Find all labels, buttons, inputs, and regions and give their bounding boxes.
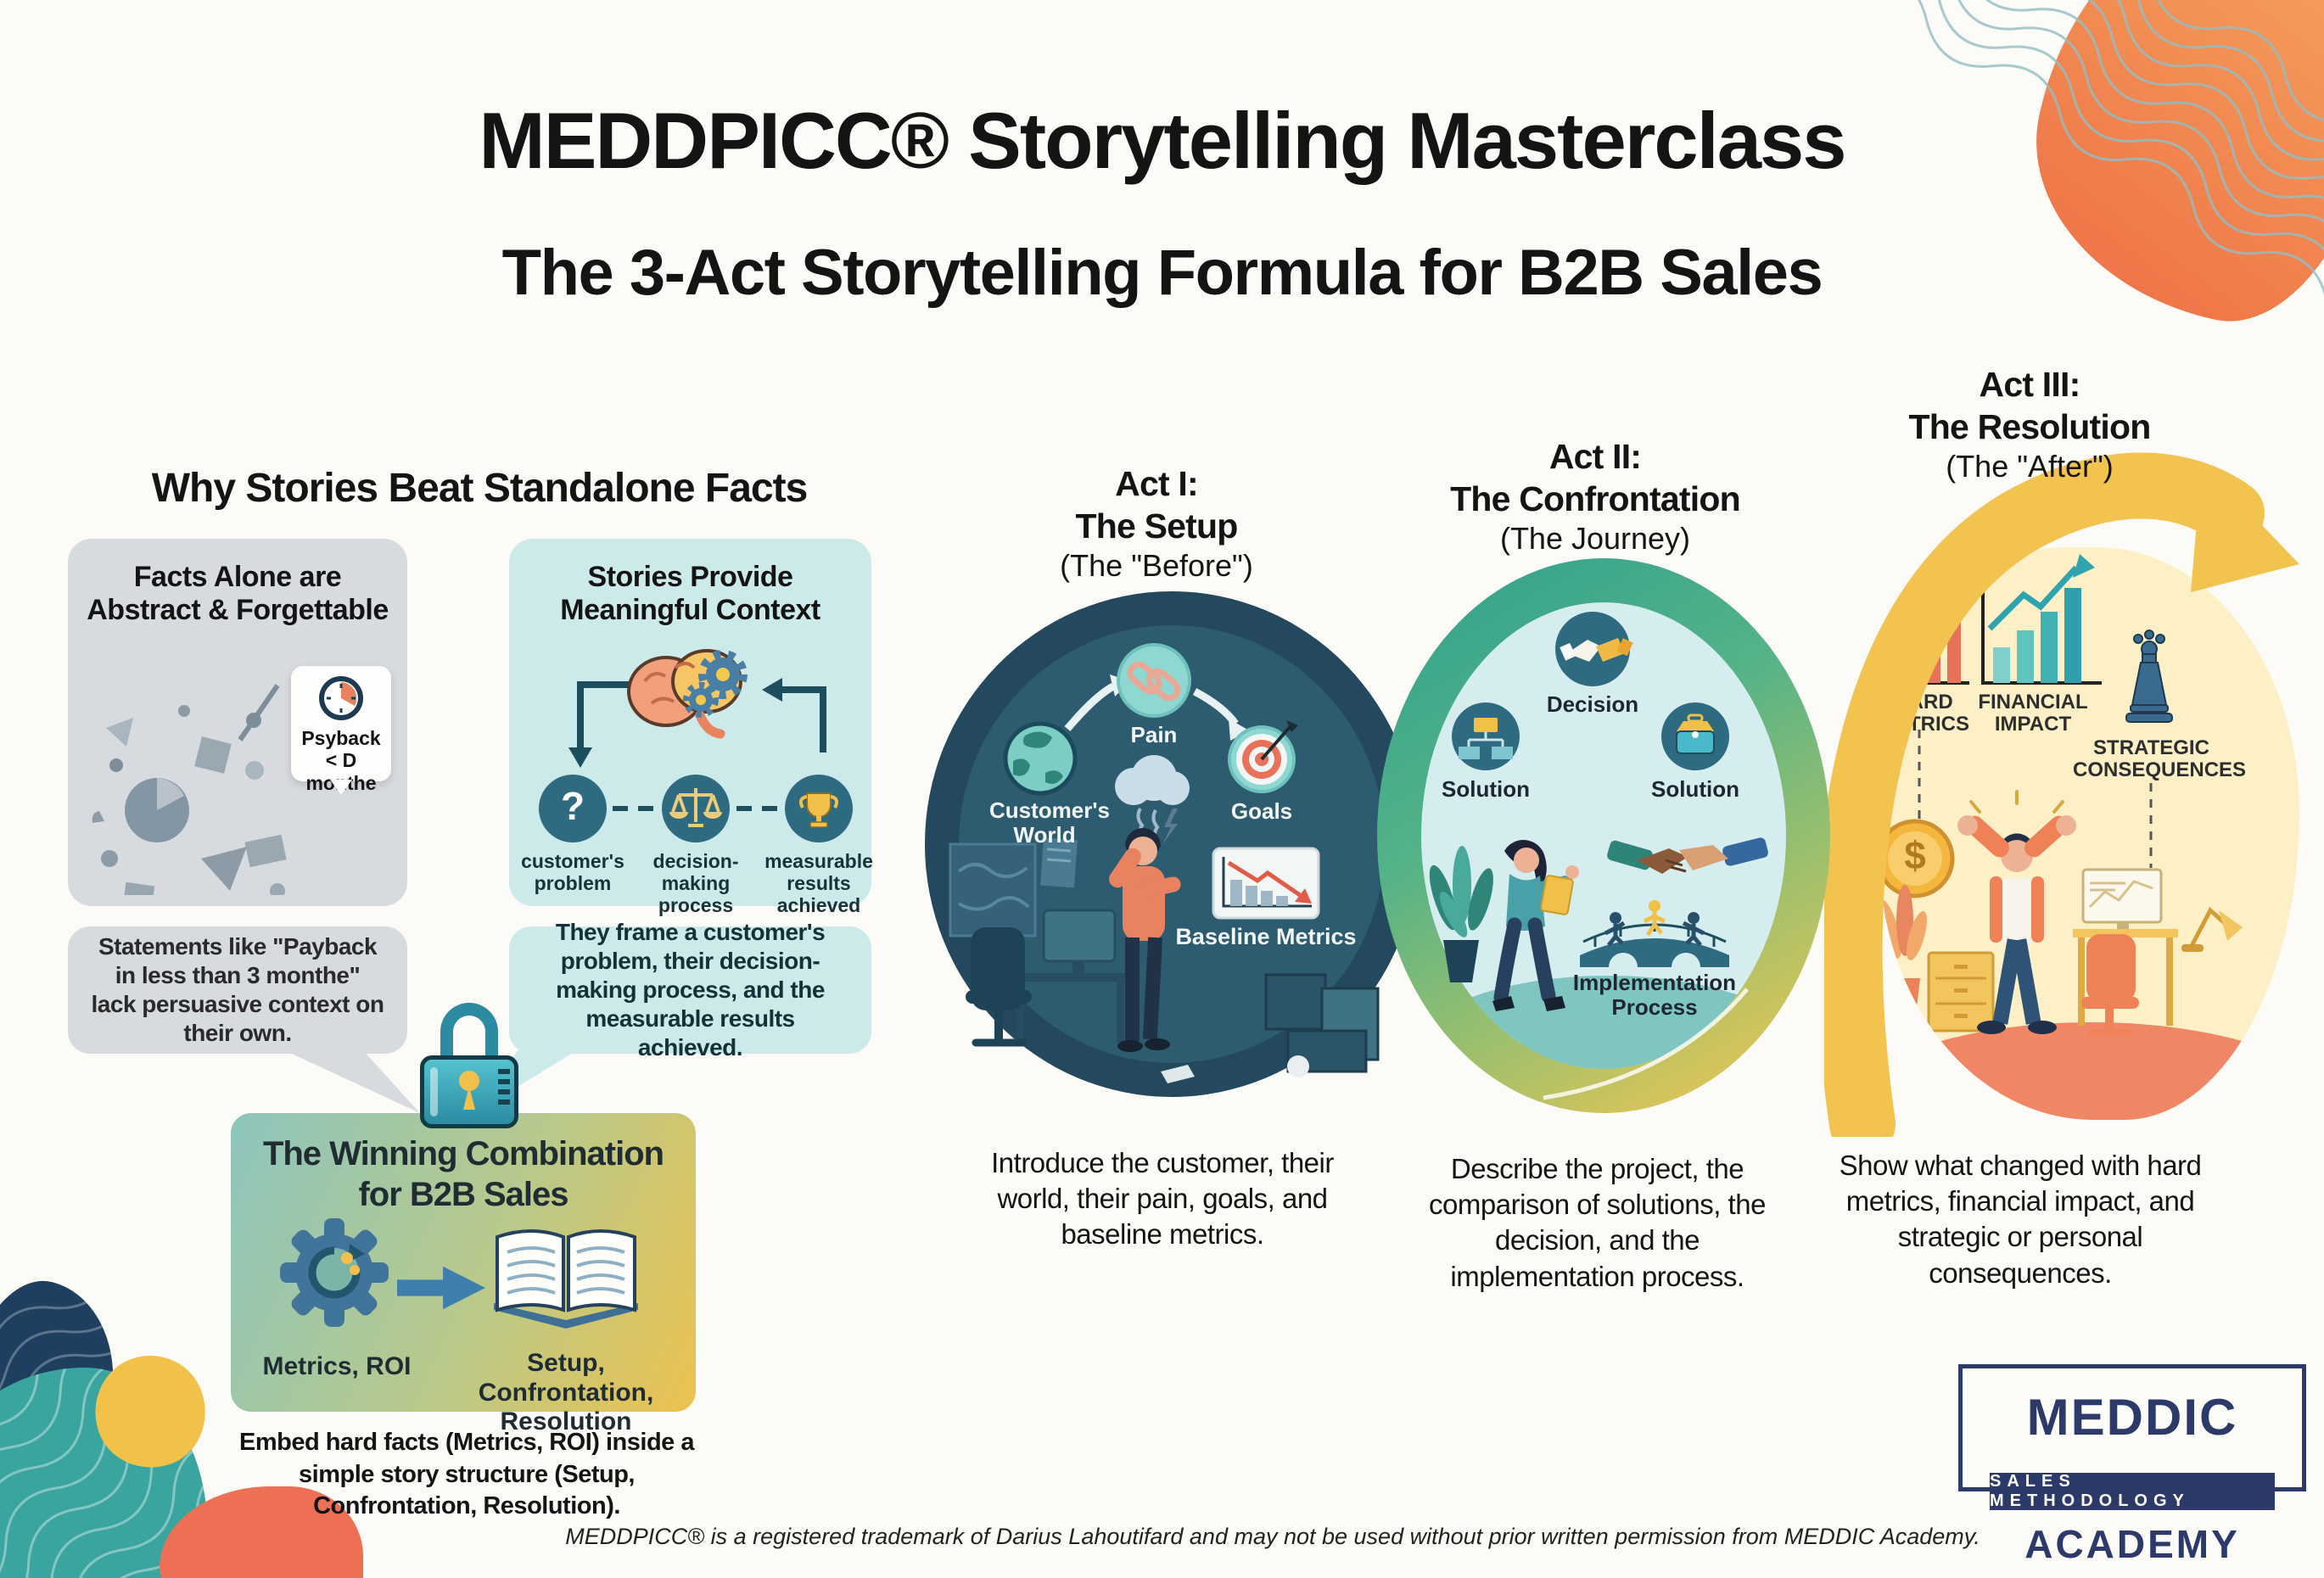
page-title: MEDDPICC® Storytelling Masterclass bbox=[479, 96, 1846, 185]
act2-artwork bbox=[1429, 612, 1768, 1100]
act2-name: The Confrontation bbox=[1450, 479, 1740, 519]
logo-academy: ACADEMY bbox=[2024, 1522, 2240, 1566]
act1-artwork bbox=[949, 643, 1380, 1083]
open-book-icon bbox=[494, 1229, 638, 1329]
act3-title: Act III: bbox=[1979, 365, 2081, 404]
act3-paren: (The "After") bbox=[1946, 449, 2114, 484]
dollar-icon: $ bbox=[1904, 833, 1926, 877]
meddic-academy-logo: MEDDIC SALES METHODOLOGY ACADEMY bbox=[1958, 1364, 2306, 1572]
act1-name: The Setup bbox=[1075, 506, 1239, 546]
act3-header: Act III: The Resolution (The "After") bbox=[1860, 363, 2199, 485]
clock-icon bbox=[319, 676, 363, 720]
page-subtitle: The 3-Act Storytelling Formula for B2B S… bbox=[501, 237, 1823, 309]
right-arrow-icon bbox=[397, 1266, 485, 1310]
act1-label-world: Customer's World bbox=[989, 797, 1110, 848]
abstract-shapes-icon bbox=[92, 684, 287, 895]
left-section-heading: Why Stories Beat Standalone Facts bbox=[151, 466, 809, 511]
facts-box-title: Facts Alone are Abstract & Forgettable bbox=[87, 561, 389, 627]
winning-box-title: The Winning Combination for B2B Sales bbox=[262, 1135, 664, 1213]
stories-item-1: customer's problem bbox=[521, 850, 624, 894]
winning-left-label: Metrics, ROI bbox=[262, 1352, 412, 1380]
gear-icon bbox=[280, 1218, 389, 1327]
act3-label-financial: FINANCIAL IMPACT bbox=[1978, 691, 2088, 736]
gold-arrow-icon bbox=[1824, 452, 2299, 1137]
act1-scene: Customer's World Pain Goals Baseline Met… bbox=[925, 591, 1419, 1097]
act1-description: Introduce the customer, their world, the… bbox=[991, 1147, 1334, 1251]
act1-header: Act I: The Setup (The "Before") bbox=[987, 462, 1326, 585]
act1-title: Act I: bbox=[1115, 464, 1199, 503]
question-icon: ? bbox=[560, 784, 585, 828]
trademark-disclaimer: MEDDPICC® is a registered trademark of D… bbox=[565, 1524, 1980, 1549]
logo-name: MEDDIC bbox=[2026, 1389, 2238, 1446]
act3-name: The Resolution bbox=[1908, 407, 2152, 447]
act3-description: Show what changed with hard metrics, fin… bbox=[1839, 1150, 2202, 1289]
winning-right-label: Setup, Confrontation, Resolution bbox=[478, 1349, 654, 1435]
act2-scene: Decision Solution Solution Implementatio… bbox=[1377, 558, 1830, 1113]
logo-frame bbox=[1958, 1364, 2306, 1491]
stories-box: Stories Provide Meaningful Context bbox=[509, 539, 873, 915]
act2-paren: (The Journey) bbox=[1499, 521, 1691, 557]
act2-description: Describe the project, the comparison of … bbox=[1429, 1153, 1766, 1292]
facts-box: Facts Alone are Abstract & Forgettable bbox=[68, 539, 407, 906]
stories-box-title: Stories Provide Meaningful Context bbox=[560, 561, 820, 627]
winning-combination-box: The Winning Combination for B2B Sales bbox=[231, 1113, 696, 1435]
act1-paren: (The "Before") bbox=[1060, 548, 1253, 584]
stories-item-2: decision-making process bbox=[652, 850, 739, 916]
act2-label-implementation: Implementation Process bbox=[1572, 970, 1737, 1021]
wave-lines-topright-icon bbox=[1859, 0, 2324, 349]
act1-label-metrics: Baseline Metrics bbox=[1175, 924, 1357, 949]
stories-item-3: measurable results achieved bbox=[764, 850, 873, 916]
winning-caption: Embed hard facts (Metrics, ROI) inside a… bbox=[239, 1429, 694, 1520]
logo-tagline: SALES METHODOLOGY bbox=[1990, 1472, 2190, 1510]
lock-icon bbox=[420, 1003, 518, 1128]
act2-header: Act II: The Confrontation (The Journey) bbox=[1425, 435, 1765, 557]
act3-floor bbox=[1879, 1022, 2299, 1120]
stories-bubble: They frame a customer's problem, their d… bbox=[509, 919, 871, 1060]
payback-callout: Psyback < D monthe bbox=[291, 666, 391, 795]
payback-callout-line1: Psyback bbox=[301, 727, 381, 749]
facts-bubble: Statements like "Payback in less than 3 … bbox=[68, 926, 407, 1054]
act2-label-solution-right: Solution bbox=[1651, 776, 1739, 802]
act1-label-goals: Goals bbox=[1230, 798, 1293, 824]
logo-tagline-band: SALES METHODOLOGY bbox=[1990, 1472, 2275, 1510]
act2-title: Act II: bbox=[1548, 437, 1642, 476]
act3-blob: HARD METRICS FINANCIAL IMPACT STRATEGIC … bbox=[1879, 547, 2299, 1120]
brain-gears-icon bbox=[539, 649, 853, 842]
act3-label-strategic: STRATEGIC CONSEQUENCES bbox=[2073, 736, 2247, 782]
act3-scene: HARD METRICS FINANCIAL IMPACT STRATEGIC … bbox=[1824, 365, 2324, 1137]
act2-label-decision: Decision bbox=[1546, 691, 1639, 717]
facts-bubble-tail bbox=[284, 1050, 420, 1113]
act3-artwork bbox=[1879, 554, 2243, 1036]
act2-label-solution-left: Solution bbox=[1442, 776, 1530, 802]
act1-label-pain: Pain bbox=[1130, 722, 1178, 747]
